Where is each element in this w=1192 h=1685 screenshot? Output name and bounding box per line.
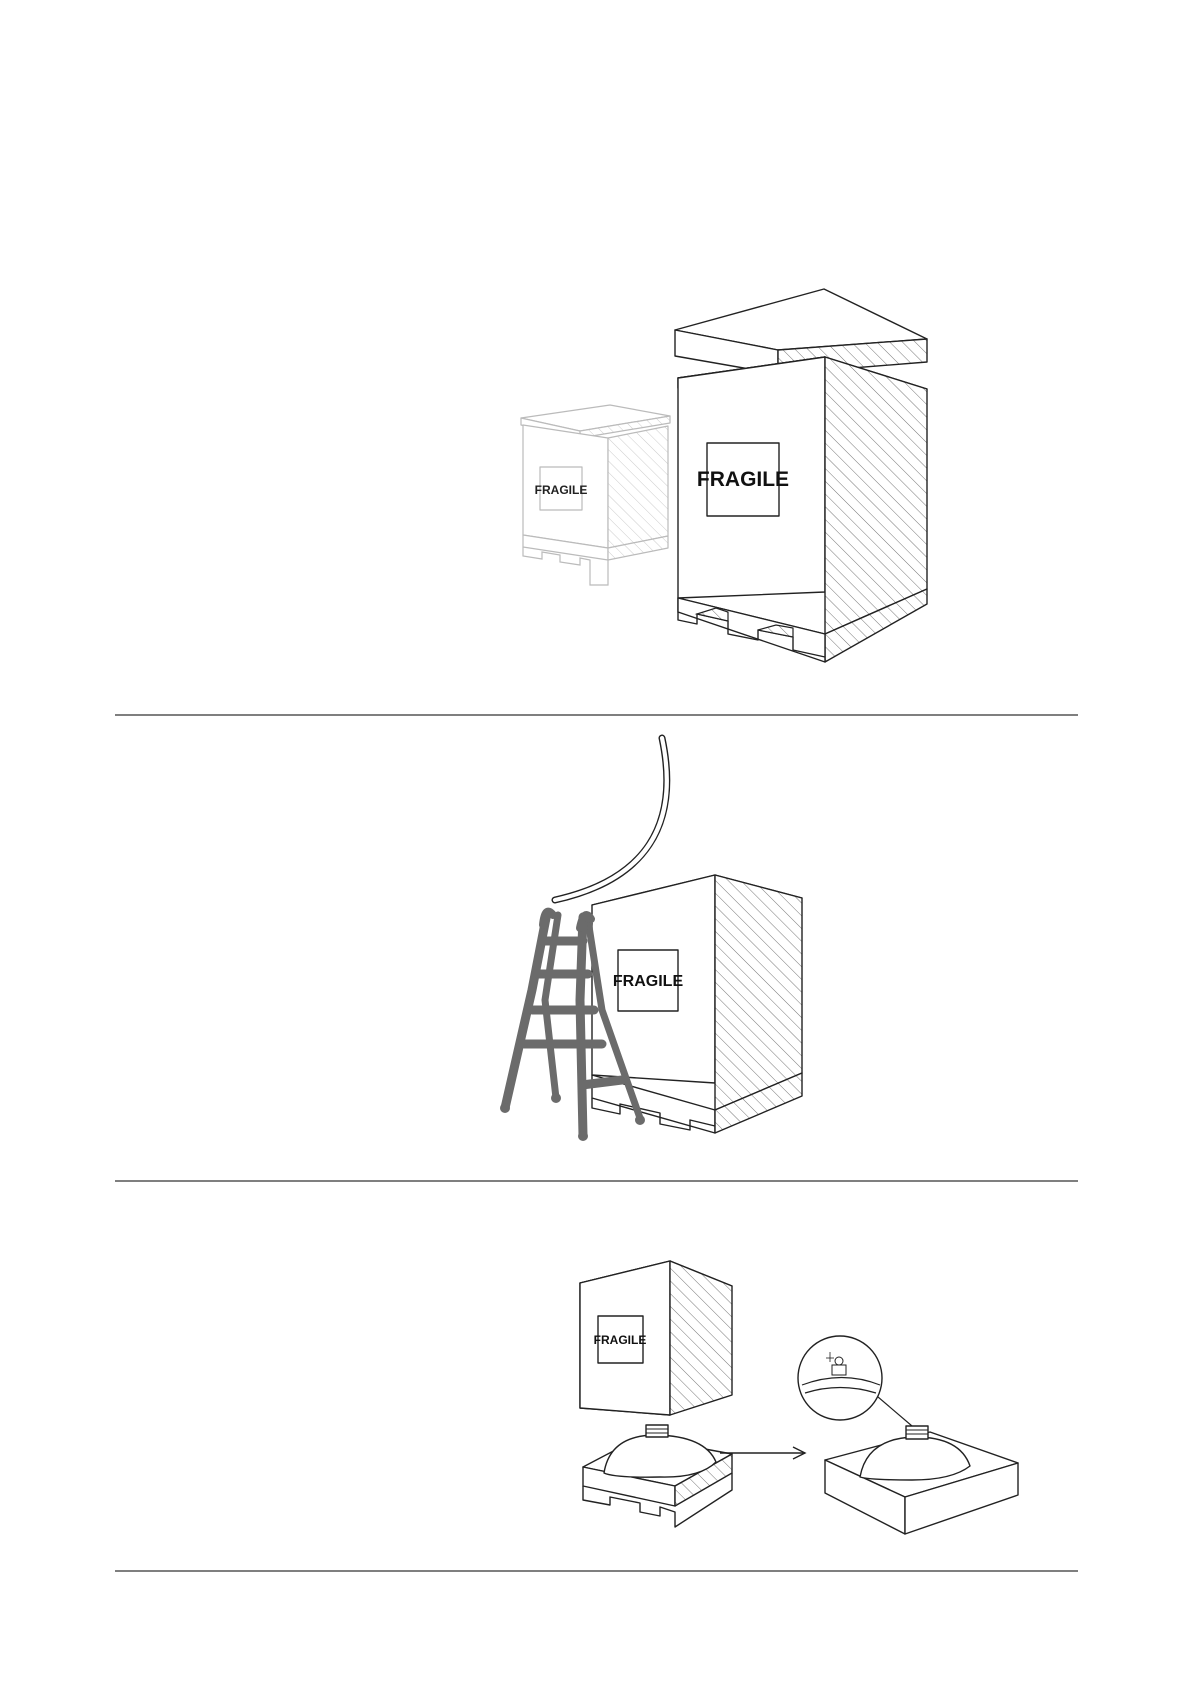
arrow-right-icon bbox=[720, 1447, 805, 1459]
magnified-detail-icon bbox=[798, 1336, 912, 1426]
crate-icon: FRAGILE bbox=[580, 1261, 732, 1415]
dome-lamp-icon bbox=[583, 1425, 732, 1527]
crate-outline-icon: FRAGILE bbox=[521, 405, 670, 585]
fragile-label: FRAGILE bbox=[697, 468, 789, 491]
crate-icon: FRAGILE bbox=[592, 875, 802, 1133]
fragile-label: FRAGILE bbox=[594, 1333, 647, 1347]
crate-icon: FRAGILE bbox=[678, 357, 927, 662]
panel-1: FRAGILE FRAGILE bbox=[521, 289, 927, 662]
fragile-label: FRAGILE bbox=[535, 483, 588, 497]
dome-lamp-icon bbox=[825, 1426, 1018, 1534]
strap-icon bbox=[555, 738, 667, 900]
panel-3: FRAGILE bbox=[580, 1261, 1018, 1534]
fragile-label: FRAGILE bbox=[613, 973, 684, 990]
panel-2: FRAGILE bbox=[500, 738, 802, 1141]
